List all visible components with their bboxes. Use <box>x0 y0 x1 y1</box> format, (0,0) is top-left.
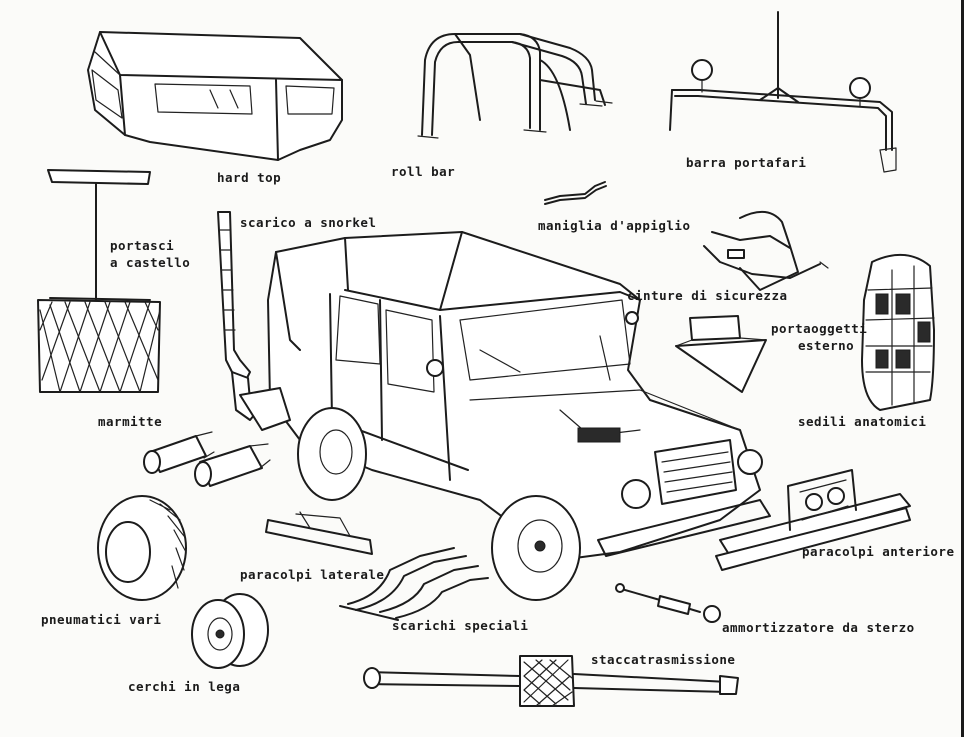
grab-handle-illustration <box>544 181 607 205</box>
transmission-disconnect-illustration <box>363 655 739 707</box>
light-bar-label: barra portafari <box>686 155 807 170</box>
roll-bar-label: roll bar <box>391 164 456 179</box>
hard-top-illustration <box>87 31 343 161</box>
mufflers-label: marmitte <box>98 414 163 429</box>
tires-label: pneumatici vari <box>41 612 162 627</box>
light-bar-illustration <box>669 11 897 173</box>
seats-label: sedili anatomici <box>798 414 927 429</box>
seat-belts-label: cinture di sicurezza <box>627 288 788 303</box>
side-bumper-illustration <box>265 511 373 555</box>
ski-rack-label-line1: portasci <box>110 238 175 253</box>
special-exhausts-label: scarichi speciali <box>392 618 529 633</box>
steering-damper-illustration <box>615 583 721 623</box>
side-bumper-label: paracolpi laterale <box>240 567 385 582</box>
hard-top-label: hard top <box>217 170 282 185</box>
alloy-wheels-label: cerchi in lega <box>128 679 241 694</box>
front-bumper-illustration <box>715 469 911 571</box>
seat-belts-illustration <box>703 211 829 291</box>
anatomic-seat-illustration <box>861 253 935 411</box>
mufflers-illustration <box>143 431 271 487</box>
snorkel-exhaust-illustration <box>217 211 261 421</box>
offroad-vehicle-illustration <box>239 231 771 601</box>
steering-damper-label: ammortizzatore da sterzo <box>722 620 915 635</box>
snorkel-label: scarico a snorkel <box>240 215 377 230</box>
front-bumper-label: paracolpi anteriore <box>802 544 955 559</box>
page-edge-divider <box>961 0 964 737</box>
ski-rack-illustration <box>37 169 161 393</box>
roll-bar-illustration <box>417 33 613 139</box>
tire-illustration <box>97 495 187 601</box>
ski-rack-label-line2: a castello <box>110 255 191 270</box>
storage-box-label-line2: esterno <box>798 338 855 353</box>
transmission-disconnect-label: staccatrasmissione <box>591 652 736 667</box>
storage-box-label-line1: portaoggetti <box>771 321 868 336</box>
grab-handle-label: maniglia d'appiglio <box>538 218 691 233</box>
special-exhausts-illustration <box>339 547 489 621</box>
alloy-wheel-illustration <box>191 593 269 669</box>
external-storage-box-illustration <box>675 315 767 393</box>
